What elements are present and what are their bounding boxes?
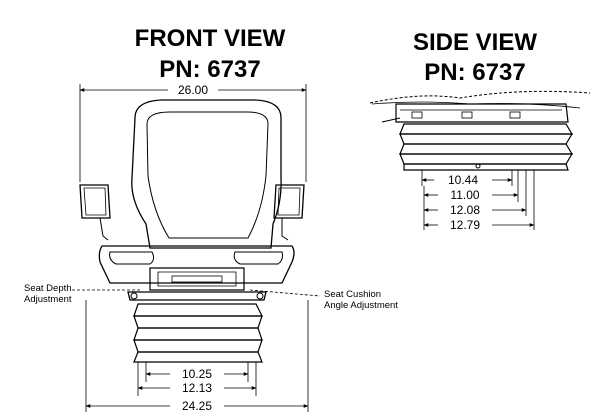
seat-depth-callout-line1: Seat Depth: [24, 283, 72, 294]
base-plate: [127, 291, 267, 301]
dim-base-width-3: [85, 300, 309, 412]
side-cushion-outline: [369, 90, 591, 104]
front-view-title: FRONT VIEW: [134, 25, 286, 52]
side-view-title: SIDE VIEW: [412, 29, 538, 56]
dim-base-width-2: [137, 362, 257, 396]
dim-side-depth-2-label: 11.00: [450, 188, 479, 202]
side-bellows: [399, 123, 574, 171]
left-armrest: [79, 184, 111, 219]
backrest-outer: [131, 99, 282, 249]
dim-side-depth-2: [423, 170, 519, 202]
dim-overall-width-label: 26.00: [178, 83, 208, 97]
dim-side-depth-3: [423, 170, 527, 216]
dim-base-width-3-label: 24.25: [182, 399, 212, 413]
suspension-bellows: [133, 303, 263, 363]
dim-side-depth-4: [423, 170, 535, 230]
callout-leaders: [72, 289, 321, 297]
adjustment-handle: [149, 267, 245, 291]
side-view-part-number: PN: 6737: [424, 59, 526, 86]
dim-side-depth-4-label: 12.79: [450, 218, 480, 232]
dim-side-depth-3-label: 12.08: [450, 203, 480, 217]
dim-base-width-1: [145, 362, 249, 382]
dim-side-depth-1: [421, 170, 513, 186]
front-view-seat: [79, 99, 305, 363]
dim-base-width-2-label: 12.13: [182, 381, 212, 395]
cushion-angle-callout-line2: Angle Adjustment: [324, 300, 398, 311]
dim-base-width-1-label: 10.25: [182, 367, 212, 381]
cushion-angle-callout-line1: Seat Cushion: [324, 289, 382, 300]
right-armrest: [273, 184, 305, 219]
side-view-seat: [369, 90, 591, 171]
dim-side-depth-1-label: 10.44: [448, 173, 478, 187]
seat-cushion: [98, 245, 295, 284]
front-view-part-number: PN: 6737: [159, 56, 261, 83]
backrest-inner: [146, 111, 269, 239]
side-mechanism: [395, 103, 569, 123]
seat-depth-callout: Seat Depth Adjustment: [24, 283, 72, 305]
dim-overall-width: [79, 84, 307, 182]
cushion-angle-callout: Seat Cushion Angle Adjustment: [324, 289, 398, 311]
seat-depth-callout-line2: Adjustment: [24, 294, 72, 305]
